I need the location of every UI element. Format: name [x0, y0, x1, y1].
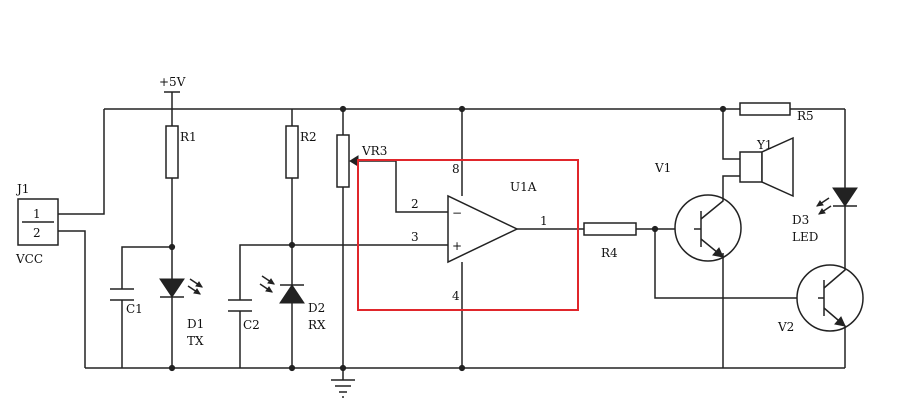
j1-pin2-label: 2: [33, 226, 41, 240]
opamp-pin4-label: 4: [452, 289, 460, 303]
receive-arrows-icon: [259, 275, 275, 293]
d2-sub-label: RX: [308, 318, 326, 332]
j1-name-label: VCC: [15, 252, 43, 266]
d3-sub-label: LED: [792, 230, 818, 244]
r5-label: R5: [797, 109, 814, 123]
u1a-label: U1A: [510, 180, 537, 194]
opamp-pin1-label: 1: [540, 214, 548, 228]
opamp-highlight-box: [357, 159, 579, 311]
emit-arrows-icon: [187, 278, 203, 295]
potentiometer-vr3: VR3: [336, 134, 387, 188]
opamp-pin2-label: 2: [411, 197, 419, 211]
d1-sub-label: TX: [187, 334, 204, 348]
opamp-pin3-label: 3: [411, 230, 419, 244]
d3-label: D3: [792, 213, 809, 227]
v2-label: V2: [777, 320, 794, 334]
resistor-r4: R4: [583, 222, 637, 260]
vcc-supply-symbol: +5V: [159, 75, 186, 93]
opamp-plus-sign: +: [452, 239, 462, 253]
resistor-r1: R1: [165, 125, 197, 179]
d1-label: D1: [187, 317, 204, 331]
v1-label: V1: [654, 161, 671, 175]
vr3-label: VR3: [361, 144, 387, 158]
vcc-rail-label: +5V: [159, 75, 186, 89]
opamp-minus-sign: −: [452, 206, 462, 220]
buzzer-y1: Y1: [739, 136, 794, 198]
r2-label: R2: [300, 130, 317, 144]
resistor-r5: R5: [739, 102, 814, 123]
opamp-pin8-label: 8: [452, 162, 460, 176]
led-d3: D3 LED: [792, 187, 858, 244]
r4-label: R4: [601, 246, 618, 260]
c1-label: C1: [126, 302, 143, 316]
diode-d1-tx: D1 TX: [159, 278, 204, 348]
junction-dots: [168, 105, 727, 372]
diode-d2-rx: D2 RX: [259, 275, 326, 332]
opamp-u1a: − + U1A 2 3 1 8 4: [411, 162, 548, 303]
capacitor-c2: C2: [228, 299, 260, 332]
connector-j1: J1 1 2 VCC: [15, 182, 59, 266]
transistor-v1: V1: [654, 161, 742, 262]
c2-label: C2: [243, 318, 260, 332]
emit-arrows-icon: [816, 197, 832, 215]
y1-label: Y1: [756, 138, 773, 152]
j1-pin1-label: 1: [33, 207, 41, 221]
ground-icon: [331, 379, 355, 398]
d2-label: D2: [308, 301, 325, 315]
r1-label: R1: [180, 130, 197, 144]
resistor-r2: R2: [285, 125, 317, 179]
j1-label: J1: [15, 182, 29, 196]
transistor-v2: V2: [777, 264, 864, 334]
capacitor-c1: C1: [110, 288, 143, 316]
